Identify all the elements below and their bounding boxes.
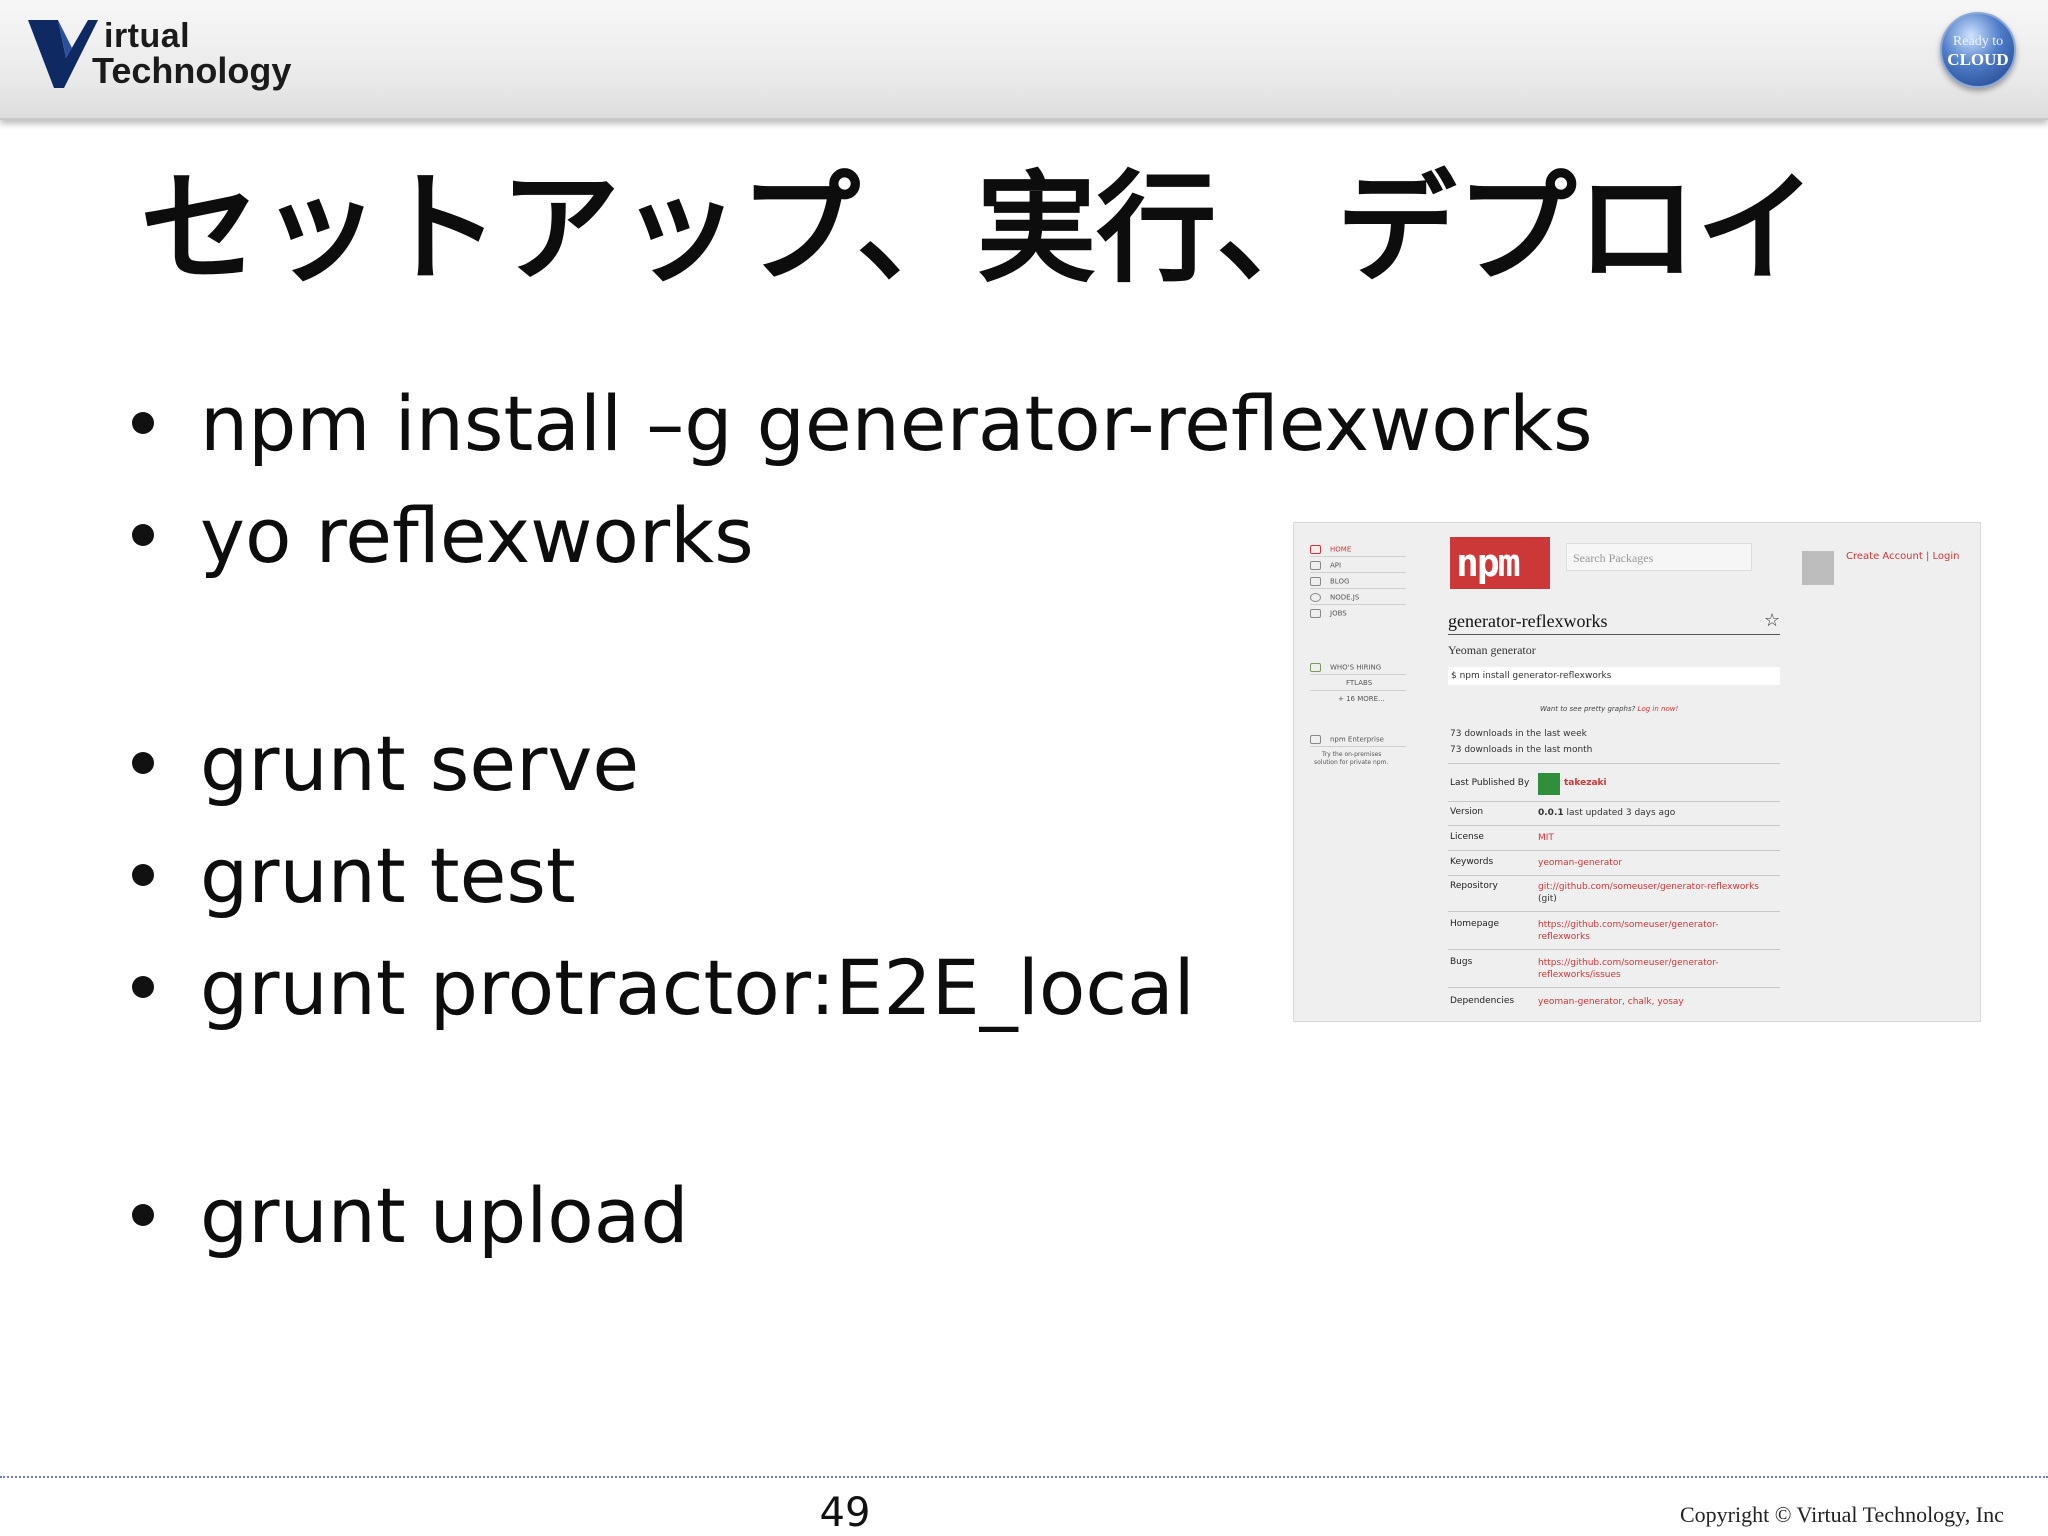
divider	[1448, 850, 1780, 851]
publisher-avatar-icon	[1538, 773, 1560, 795]
account-links: Create Account | Login	[1846, 551, 1960, 562]
sidebar-item-more: + 16 MORE...	[1338, 695, 1385, 703]
divider	[1448, 911, 1780, 912]
divider	[1448, 949, 1780, 950]
sidebar-item-whos-hiring: WHO'S HIRING	[1310, 663, 1381, 672]
bullet-dot-icon	[132, 976, 154, 998]
doc-icon	[1310, 561, 1321, 570]
bullet-item: grunt upload	[132, 1168, 689, 1264]
downloads-week: 73 downloads in the last week	[1450, 729, 1587, 739]
bullet-item: yo reflexworks	[132, 488, 754, 584]
downloads-month: 73 downloads in the last month	[1450, 745, 1593, 755]
divider	[1310, 572, 1406, 573]
login-link: Log in now!	[1637, 705, 1679, 713]
footer-divider	[0, 1476, 2048, 1478]
package-description: Yeoman generator	[1448, 643, 1536, 657]
graphs-prompt: Want to see pretty graphs? Log in now!	[1540, 705, 1679, 713]
divider	[1448, 825, 1780, 826]
package-name: generator-reflexworks	[1448, 611, 1780, 635]
logo-text-line2: Technology	[92, 50, 292, 91]
user-avatar-icon	[1802, 551, 1834, 585]
row-value-version: 0.0.1 last updated 3 days ago	[1538, 808, 1676, 818]
bullet-item: npm install –g generator-reflexworks	[132, 376, 1593, 472]
npm-logo: npm	[1450, 537, 1550, 589]
sidebar-enterprise-note: solution for private npm.	[1314, 759, 1389, 766]
bullet-dot-icon	[132, 864, 154, 886]
bullet-dot-icon	[132, 412, 154, 434]
divider	[1448, 875, 1780, 876]
bullet-item: grunt protractor:E2E_local	[132, 940, 1195, 1036]
row-value-dependencies: yeoman-generator, chalk, yosay	[1538, 997, 1684, 1007]
sidebar-item-ftlabs: FTLABS	[1346, 679, 1373, 687]
pencil-icon	[1310, 577, 1321, 586]
divider	[1310, 746, 1406, 747]
sidebar-item-jobs: JOBS	[1310, 609, 1347, 618]
star-icon: ☆	[1764, 610, 1781, 631]
row-key-keywords: Keywords	[1450, 857, 1494, 867]
bullet-dot-icon	[132, 752, 154, 774]
bullet-text: grunt upload	[200, 1171, 689, 1260]
bullet-text: yo reflexworks	[200, 491, 754, 580]
people-icon	[1310, 663, 1321, 672]
row-key-homepage: Homepage	[1450, 919, 1500, 929]
sidebar-item-nodejs: NODE.JS	[1310, 593, 1359, 602]
header-band	[0, 0, 2048, 120]
npm-small-icon	[1310, 545, 1321, 554]
divider	[1310, 588, 1406, 589]
divider	[1448, 801, 1780, 802]
row-key-license: License	[1450, 832, 1484, 842]
row-value-repository: git://github.com/someuser/generator-refl…	[1538, 882, 1759, 904]
install-command: $ npm install generator-reflexworks	[1448, 667, 1780, 685]
sidebar-item-blog: BLOG	[1310, 577, 1349, 586]
row-value-homepage: https://github.com/someuser/generator-re…	[1538, 920, 1719, 942]
sidebar-item-enterprise: npm Enterprise	[1310, 735, 1384, 744]
bullet-item: grunt serve	[132, 716, 639, 812]
divider	[1310, 674, 1406, 675]
divider	[1310, 556, 1406, 557]
slide-title: セットアップ、実行、デプロイ	[140, 160, 1817, 299]
divider	[1310, 690, 1406, 691]
sidebar-item-api: API	[1310, 561, 1341, 570]
hexagon-icon	[1310, 593, 1321, 602]
briefcase-icon	[1310, 609, 1321, 618]
copyright-notice: Copyright © Virtual Technology, Inc	[1680, 1502, 2004, 1527]
npm-package-screenshot: HOME API BLOG NODE.JS JOBS WHO'S HIRING …	[1293, 522, 1981, 1022]
sidebar-item-home: HOME	[1310, 545, 1351, 554]
badge-text-line2: CLOUD	[1947, 50, 2009, 69]
bullet-text: grunt serve	[200, 719, 640, 808]
gears-icon	[1310, 735, 1321, 744]
bullet-text: npm install –g generator-reflexworks	[200, 379, 1593, 468]
logo-v-icon	[28, 20, 98, 88]
ready-to-cloud-badge: Ready to CLOUD	[1940, 12, 2016, 88]
npm-search-input: Search Packages	[1566, 543, 1752, 571]
divider	[1310, 604, 1406, 605]
row-value-bugs: https://github.com/someuser/generator-re…	[1538, 958, 1719, 980]
divider	[1448, 987, 1780, 988]
bullet-item: grunt test	[132, 828, 576, 924]
bullet-text: grunt test	[200, 831, 576, 920]
badge-text-line1: Ready to	[1952, 34, 2004, 49]
row-value-license: MIT	[1538, 833, 1554, 843]
bullet-text: grunt protractor:E2E_local	[200, 943, 1195, 1032]
row-key-version: Version	[1450, 807, 1484, 817]
sidebar-enterprise-note: Try the on-premises	[1322, 751, 1382, 758]
row-value-keywords: yeoman-generator	[1538, 858, 1623, 868]
row-key-dependencies: Dependencies	[1450, 996, 1515, 1006]
row-key-bugs: Bugs	[1450, 957, 1473, 967]
bullet-dot-icon	[132, 524, 154, 546]
publisher-name: takezaki	[1564, 778, 1607, 788]
page-number: 49	[819, 1490, 871, 1536]
row-key-repository: Repository	[1450, 881, 1498, 891]
divider	[1448, 763, 1780, 764]
published-label: Last Published By	[1450, 778, 1530, 788]
bullet-dot-icon	[132, 1204, 154, 1226]
logo-text-line1: irtual	[104, 17, 191, 55]
